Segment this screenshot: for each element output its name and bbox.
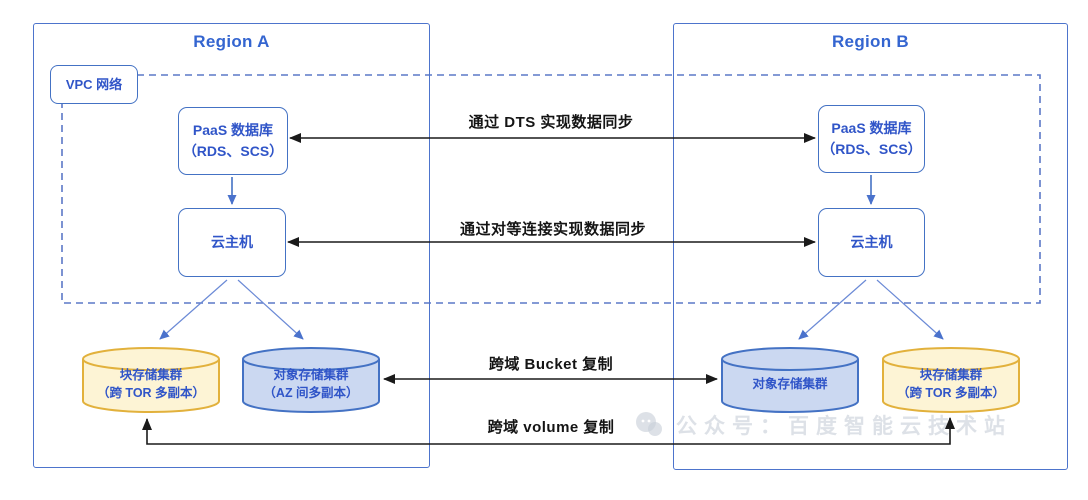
dts-sync-label: 通过 DTS 实现数据同步 [468, 114, 634, 131]
paas-a-line1: PaaS 数据库 [192, 122, 274, 138]
wechat-icon [636, 412, 662, 436]
volume-replication-label: 跨域 volume 复制 [487, 419, 615, 436]
host-b-label: 云主机 [850, 234, 893, 250]
object-storage-cluster-region-b: 对象存储集群 [720, 346, 860, 414]
block-storage-a-label: 块存储集群 （跨 TOR 多副本） [96, 368, 206, 400]
block-storage-cluster-region-a: 块存储集群 （跨 TOR 多副本） [81, 346, 221, 414]
object-storage-a-label: 对象存储集群 （AZ 间多副本） [263, 368, 359, 400]
object-storage-cluster-region-a: 对象存储集群 （AZ 间多副本） [241, 346, 381, 414]
region-b-title: Region B [831, 32, 909, 51]
cylinder-shape-blue [242, 347, 380, 413]
paas-database-box-region-b: PaaS 数据库 （RDS、SCS） [818, 105, 925, 173]
paas-b-line1: PaaS 数据库 [831, 120, 912, 136]
peering-sync-label: 通过对等连接实现数据同步 [459, 221, 647, 238]
cylinder-shape-yellow [882, 347, 1020, 413]
block-storage-cluster-region-b: 块存储集群 （跨 TOR 多副本） [881, 346, 1021, 414]
vpc-network-box: VPC 网络 [50, 65, 138, 104]
paas-database-box-region-a: PaaS 数据库 （RDS、SCS） [178, 107, 288, 175]
cloud-host-box-region-a: 云主机 [178, 208, 286, 277]
paas-b-line2: （RDS、SCS） [821, 141, 922, 157]
object-storage-b-label: 对象存储集群 [752, 376, 828, 391]
cylinder-shape-yellow [82, 347, 220, 413]
cloud-host-box-region-b: 云主机 [818, 208, 925, 277]
watermark-text: 公众号：百度智能云技术站 [676, 415, 1012, 438]
bucket-replication-label: 跨域 Bucket 复制 [488, 356, 614, 373]
block-storage-b-label: 块存储集群 （跨 TOR 多副本） [896, 368, 1006, 400]
vpc-network-label: VPC 网络 [65, 76, 123, 92]
paas-a-line2: （RDS、SCS） [182, 143, 284, 159]
watermark: 公众号：百度智能云技术站 [634, 410, 1012, 440]
host-a-label: 云主机 [211, 234, 253, 250]
cylinder-shape-blue [721, 347, 859, 413]
region-a-title: Region A [193, 32, 270, 51]
